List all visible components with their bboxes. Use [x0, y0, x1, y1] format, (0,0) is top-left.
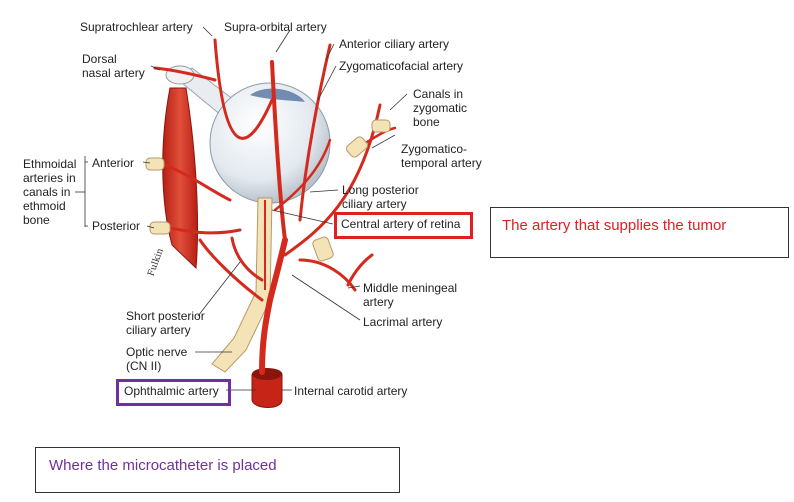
label-zygomaticotemporal-artery: Zygomatico- temporal artery: [401, 142, 482, 170]
label-ethmoidal-line4: ethmoid: [23, 199, 66, 213]
cornea: [250, 88, 305, 102]
label-canals-line2: zygomatic: [413, 101, 468, 115]
label-canals-line3: bone: [413, 115, 440, 129]
label-zygomaticofacial-artery: Zygomaticofacial artery: [339, 59, 464, 73]
medial-branch: [198, 238, 264, 302]
label-zygomaticotemporal-line1: Zygomatico-: [401, 142, 468, 156]
ethmoid-posterior-branch: [168, 226, 242, 235]
label-dorsal-nasal-line2: nasal artery: [82, 66, 145, 80]
label-canals-zygomatic-bone: Canals in zygomatic bone: [413, 87, 467, 129]
label-long-posterior-line2: ciliary artery: [342, 197, 407, 211]
label-posterior: Posterior: [92, 219, 141, 233]
label-zygomaticotemporal-line2: temporal artery: [401, 156, 482, 170]
tumor-annotation-box: The artery that supplies the tumor: [490, 207, 789, 258]
artist-signature: Fulkin: [147, 247, 166, 278]
ophthalmic-artery-highlight-box: [116, 379, 231, 406]
label-short-posterior-line2: ciliary artery: [126, 323, 191, 337]
label-ethmoidal-line5: bone: [23, 213, 50, 227]
label-ethmoidal-arteries: Ethmoidal arteries in canals in ethmoid …: [23, 157, 76, 227]
label-central-artery-of-retina: Central artery of retina: [341, 217, 461, 231]
middle-meningeal-lower: [346, 253, 374, 287]
label-lacrimal-artery: Lacrimal artery: [363, 315, 443, 329]
supraorbital-branch: [270, 60, 287, 242]
canal-zygomatic-1: [345, 136, 369, 158]
label-ethmoidal-line3: canals in: [23, 185, 71, 199]
lacrimal-branch: [283, 103, 382, 257]
long-posterior-branch: [273, 138, 332, 212]
superior-oblique-muscle: [162, 87, 199, 270]
supratrochlear-branch: [213, 38, 274, 140]
canal-meningeal: [312, 236, 334, 262]
label-ophthalmic-artery: Ophthalmic artery: [124, 384, 219, 398]
label-middle-meningeal-line1: Middle meningeal: [363, 281, 458, 295]
anterior-ciliary-branch: [298, 43, 332, 222]
canal-zygomatic-2: [371, 119, 391, 133]
catheter-annotation-box: Where the microcatheter is placed: [35, 447, 400, 493]
label-short-posterior-line1: Short posterior: [126, 309, 205, 323]
catheter-annotation-text: Where the microcatheter is placed: [49, 457, 277, 474]
label-supraorbital-artery: Supra-orbital artery: [224, 20, 327, 34]
central-artery-highlight-box: [334, 212, 473, 239]
label-dorsal-nasal-artery: Dorsal nasal artery: [82, 52, 145, 80]
label-canals-line1: Canals in: [413, 87, 464, 101]
label-ethmoidal-line2: arteries in: [23, 171, 76, 185]
label-middle-meningeal-artery: Middle meningeal artery: [363, 281, 457, 309]
label-supratrochlear-artery: Supratrochlear artery: [80, 20, 193, 34]
label-dorsal-nasal-line1: Dorsal: [82, 52, 117, 66]
label-optic-nerve-line2: (CN II): [126, 359, 162, 373]
ophthalmic-trunk: [259, 237, 288, 375]
canal-anterior: [145, 157, 165, 171]
label-ethmoidal-line1: Ethmoidal: [23, 157, 77, 171]
label-long-posterior-ciliary-artery: Long posterior ciliary artery: [342, 183, 419, 211]
dorsal-nasal-branch: [153, 66, 217, 82]
label-optic-nerve-line1: Optic nerve: [126, 345, 188, 359]
label-middle-meningeal-line2: artery: [363, 295, 394, 309]
label-long-posterior-line1: Long posterior: [342, 183, 419, 197]
short-posterior-branch: [230, 236, 264, 282]
ethmoid-anterior-branch: [163, 163, 232, 202]
label-anterior-ciliary-artery: Anterior ciliary artery: [339, 37, 450, 51]
label-short-posterior-ciliary-artery: Short posterior ciliary artery: [126, 309, 205, 337]
middle-meningeal-branch: [298, 258, 357, 292]
label-anterior: Anterior: [92, 156, 135, 170]
tumor-annotation-text: The artery that supplies the tumor: [502, 217, 727, 234]
canal-posterior: [149, 221, 171, 235]
label-optic-nerve: Optic nerve (CN II): [126, 345, 187, 373]
label-internal-carotid-artery: Internal carotid artery: [294, 384, 408, 398]
